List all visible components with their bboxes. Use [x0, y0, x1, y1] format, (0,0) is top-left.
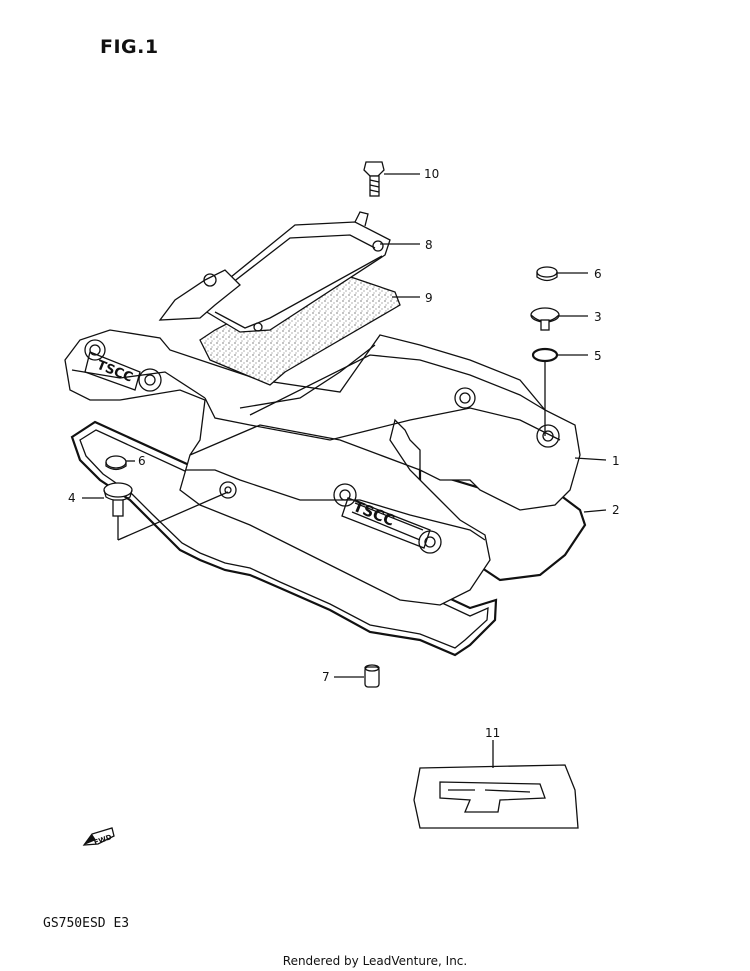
o-ring-5	[531, 347, 559, 363]
forward-arrow	[82, 827, 115, 846]
callout-7: 7	[322, 670, 330, 684]
footer-credit: Rendered by LeadVenture, Inc.	[282, 954, 468, 968]
callout-6-upper: 6	[594, 267, 602, 281]
callout-8: 8	[425, 238, 433, 252]
callout-10: 10	[424, 167, 439, 181]
callout-6-left: 6	[138, 454, 146, 468]
cap-6-upper	[536, 266, 558, 282]
cylinder-head-cover	[64, 329, 581, 606]
callout-2: 2	[612, 503, 620, 517]
plug-3	[530, 307, 560, 331]
callout-1: 1	[612, 454, 620, 468]
dowel-pin-7	[364, 664, 380, 688]
patch-11	[413, 764, 579, 829]
breather-cover	[158, 211, 401, 386]
leader-lines	[82, 173, 607, 768]
callout-3: 3	[594, 310, 602, 324]
bolt-10	[363, 161, 385, 197]
callout-9: 9	[425, 291, 433, 305]
figure-title: FIG.1	[100, 36, 159, 58]
cap-6-left	[105, 455, 127, 471]
callout-4: 4	[68, 491, 76, 505]
callout-11: 11	[485, 726, 500, 740]
model-code: GS750ESD E3	[43, 916, 130, 931]
callout-5: 5	[594, 349, 602, 363]
